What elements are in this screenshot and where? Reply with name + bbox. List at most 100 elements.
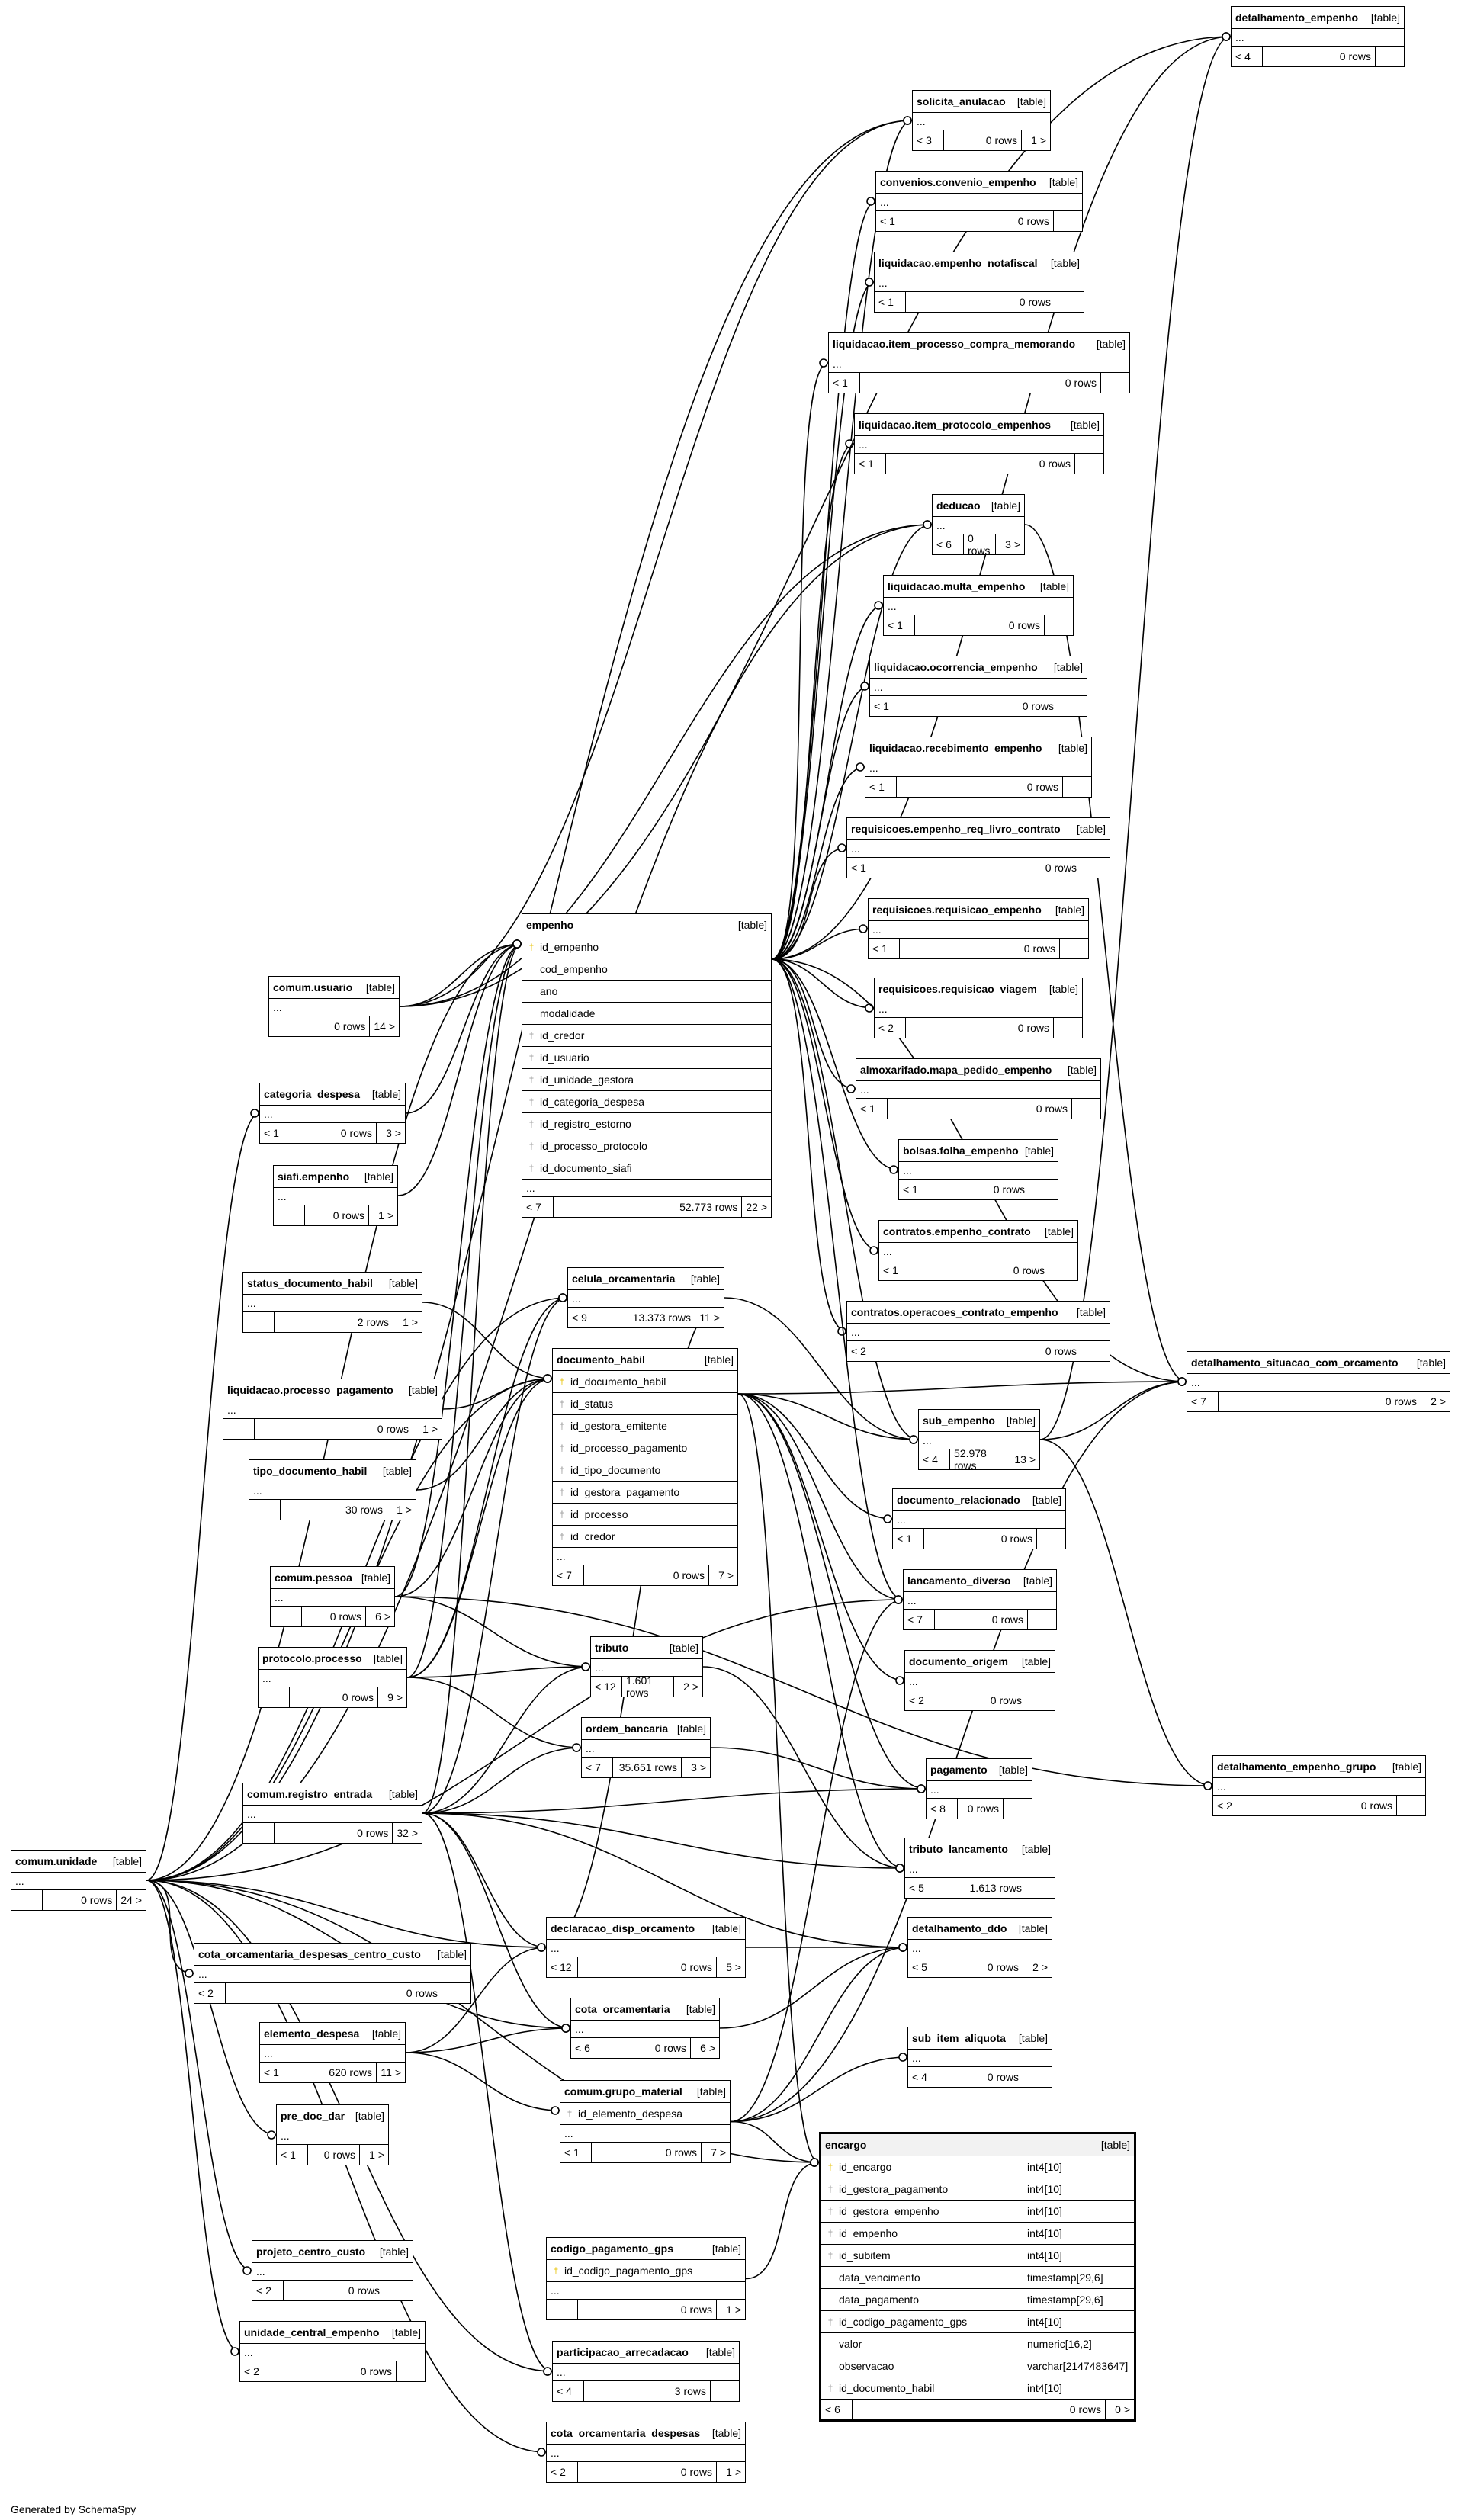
parent-count	[269, 1016, 300, 1036]
table-column[interactable]: †id_gestora_pagamento	[553, 1482, 737, 1504]
table-column[interactable]: †id_gestora_emitente	[553, 1415, 737, 1437]
table-column[interactable]: †id_processo_pagamento	[553, 1437, 737, 1459]
table-req-livro[interactable]: requisicoes.empenho_req_livro_contrato[t…	[846, 817, 1110, 878]
table-column[interactable]: †id_usuario	[522, 1047, 771, 1069]
table-grupo-material[interactable]: comum.grupo_material[table]†id_elemento_…	[560, 2080, 731, 2163]
crowfoot-marker	[537, 1943, 546, 1952]
table-column[interactable]: modalidade	[522, 1003, 771, 1025]
table-type: [table]	[1006, 1414, 1036, 1427]
table-documento-habil[interactable]: documento_habil[table]†id_documento_habi…	[552, 1348, 738, 1586]
table-column[interactable]: †id_documento_siafi	[522, 1157, 771, 1180]
column-label: id_documento_habil	[839, 2382, 935, 2394]
table-column[interactable]: †id_empenho	[522, 936, 771, 958]
child-count: 3 >	[681, 1758, 710, 1777]
table-almox[interactable]: almoxarifado.mapa_pedido_empenho[table].…	[856, 1058, 1101, 1119]
table-column[interactable]: †id_status	[553, 1393, 737, 1415]
table-column[interactable]: †id_codigo_pagamento_gps	[547, 2260, 745, 2282]
table-contratos-oce[interactable]: contratos.operacoes_contrato_empenho[tab…	[846, 1301, 1110, 1362]
table-column[interactable]: †id_tipo_documento	[553, 1459, 737, 1482]
table-liq-ocorrencia[interactable]: liquidacao.ocorrencia_empenho[table]...<…	[869, 656, 1087, 717]
relationship-line	[737, 1393, 919, 1440]
table-column[interactable]: ano	[522, 981, 771, 1003]
table-column[interactable]: cod_empenho	[522, 958, 771, 981]
table-liq-recebimento[interactable]: liquidacao.recebimento_empenho[table]...…	[865, 737, 1092, 798]
table-liq-item-protocolo[interactable]: liquidacao.item_protocolo_empenhos[table…	[854, 413, 1104, 474]
table-column[interactable]: †id_registro_estorno	[522, 1113, 771, 1135]
table-column[interactable]: †id_categoria_despesa	[522, 1091, 771, 1113]
table-column[interactable]: †id_credor	[553, 1526, 737, 1548]
row-count: 0 rows	[577, 2300, 716, 2319]
table-column[interactable]: †id_processo	[553, 1504, 737, 1526]
crowfoot-marker	[898, 1943, 907, 1952]
table-column[interactable]: †id_elemento_despesa	[560, 2103, 730, 2125]
row-count: 0 rows	[591, 2143, 701, 2162]
table-header: tributo_lancamento[table]	[905, 1838, 1055, 1860]
table-req-empenho[interactable]: requisicoes.requisicao_empenho[table]...…	[868, 898, 1089, 959]
table-liq-item-processo[interactable]: liquidacao.item_processo_compra_memorand…	[828, 332, 1130, 393]
table-cota-centro[interactable]: cota_orcamentaria_despesas_centro_custo[…	[194, 1943, 471, 2004]
table-req-viagem[interactable]: requisicoes.requisicao_viagem[table]...<…	[874, 978, 1083, 1038]
table-liq-proc-pag[interactable]: liquidacao.processo_pagamento[table]...0…	[223, 1379, 442, 1440]
table-column[interactable]: †id_credor	[522, 1025, 771, 1047]
table-empenho[interactable]: empenho[table]†id_empenho cod_empenho an…	[522, 913, 772, 1218]
table-codigo-pag-gps[interactable]: codigo_pagamento_gps[table]†id_codigo_pa…	[546, 2237, 746, 2320]
table-liq-notafiscal[interactable]: liquidacao.empenho_notafiscal[table]...<…	[874, 252, 1084, 313]
crowfoot-marker	[1222, 32, 1231, 41]
table-det-sit[interactable]: detalhamento_situacao_com_orcamento[tabl…	[1187, 1351, 1450, 1412]
table-column[interactable]: †id_unidade_gestora	[522, 1069, 771, 1091]
crowfoot-marker	[917, 1784, 926, 1793]
parent-count: < 7	[526, 1201, 541, 1213]
table-column[interactable]: †id_processo_protocolo	[522, 1135, 771, 1157]
table-column[interactable]: †id_documento_habil	[553, 1371, 737, 1393]
